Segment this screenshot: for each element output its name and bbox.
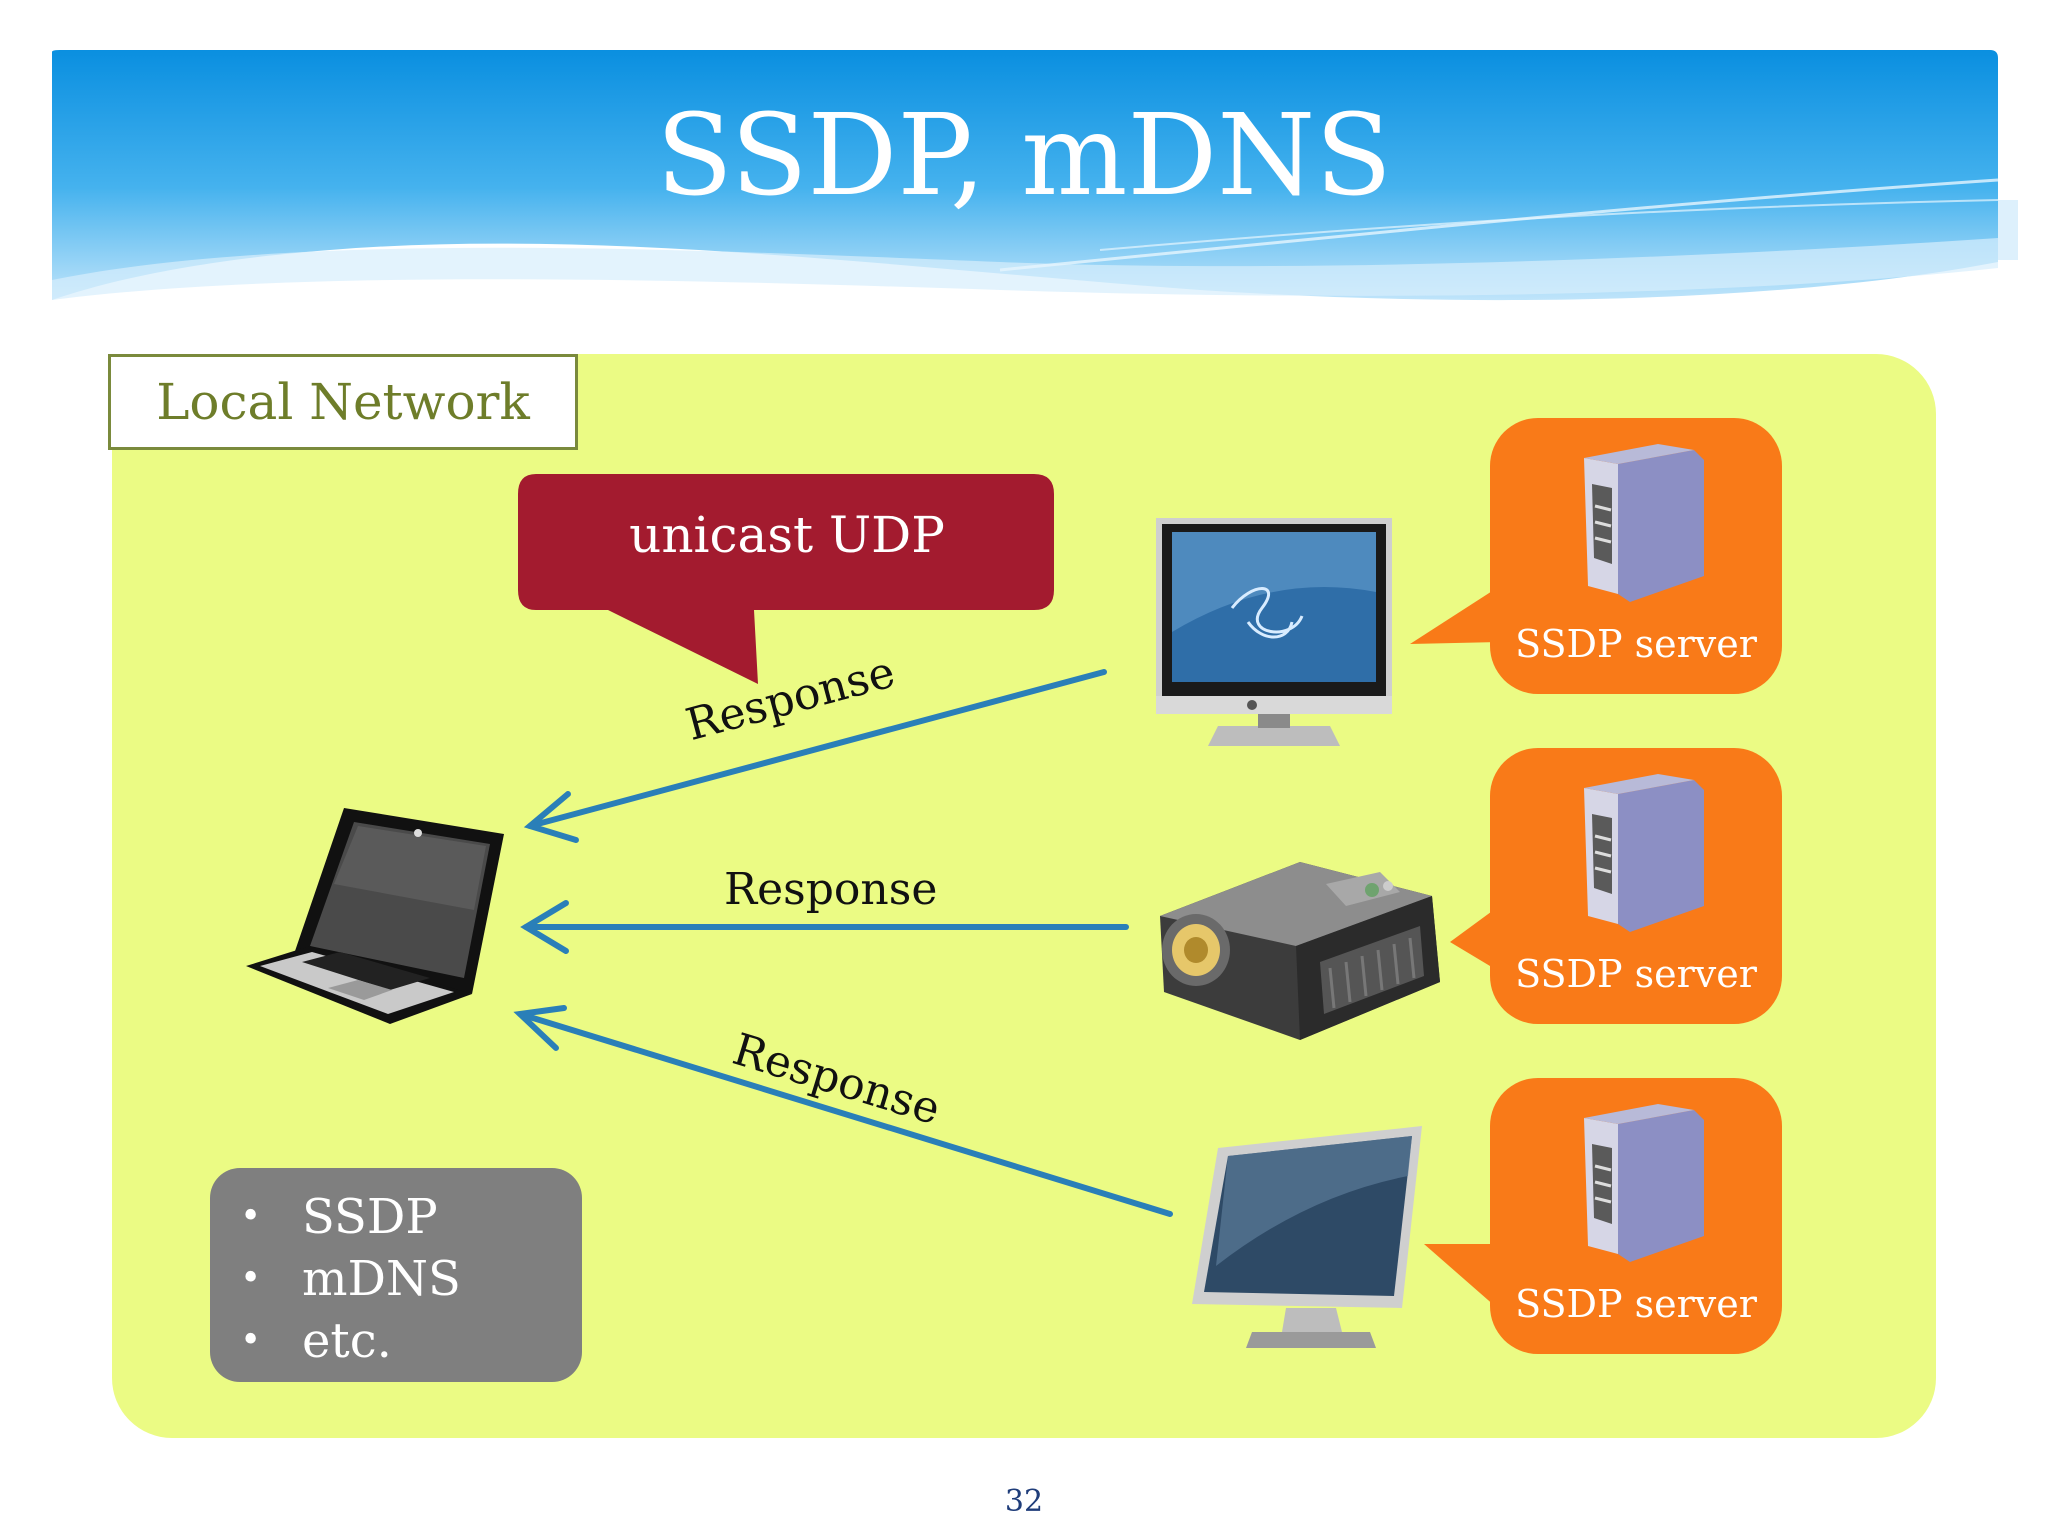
bullet-icon: • (240, 1320, 262, 1361)
response-arrow-monitor (517, 1011, 1173, 1217)
laptop-icon (246, 808, 504, 1024)
tv-icon (1156, 518, 1392, 746)
title-banner: SSDP, mDNS (0, 0, 2048, 320)
response-arrowhead-projector (520, 900, 569, 954)
server-icon (1584, 444, 1704, 602)
unicast-udp-callout (518, 474, 1054, 684)
monitor-icon (1192, 1126, 1422, 1348)
server-icon (1584, 774, 1704, 932)
protocol-list-box: •SSDP •mDNS •etc. (210, 1168, 582, 1382)
server-icon (1584, 1104, 1704, 1262)
unicast-udp-label: unicast UDP (629, 506, 945, 564)
protocol-item: •SSDP (240, 1186, 461, 1248)
ssdp-server-label-1: SSDP server (1515, 622, 1757, 666)
slide-title: SSDP, mDNS (656, 91, 1392, 221)
local-network-label: Local Network (156, 373, 530, 431)
protocol-list: •SSDP •mDNS •etc. (240, 1186, 461, 1372)
response-arrow-tv (527, 669, 1107, 829)
local-network-label-box: Local Network (108, 354, 578, 450)
bullet-icon: • (240, 1258, 262, 1299)
projector-icon (1160, 862, 1440, 1040)
response-arrowhead-tv (523, 791, 579, 843)
ssdp-server-label-3: SSDP server (1515, 1282, 1757, 1326)
response-label-2: Response (724, 864, 938, 915)
response-arrowhead-monitor (513, 1005, 567, 1051)
bullet-icon: • (240, 1196, 262, 1237)
protocol-item: •mDNS (240, 1248, 461, 1310)
ssdp-server-label-2: SSDP server (1515, 952, 1757, 996)
page-number: 32 (1004, 1484, 1044, 1519)
protocol-item: •etc. (240, 1310, 461, 1372)
